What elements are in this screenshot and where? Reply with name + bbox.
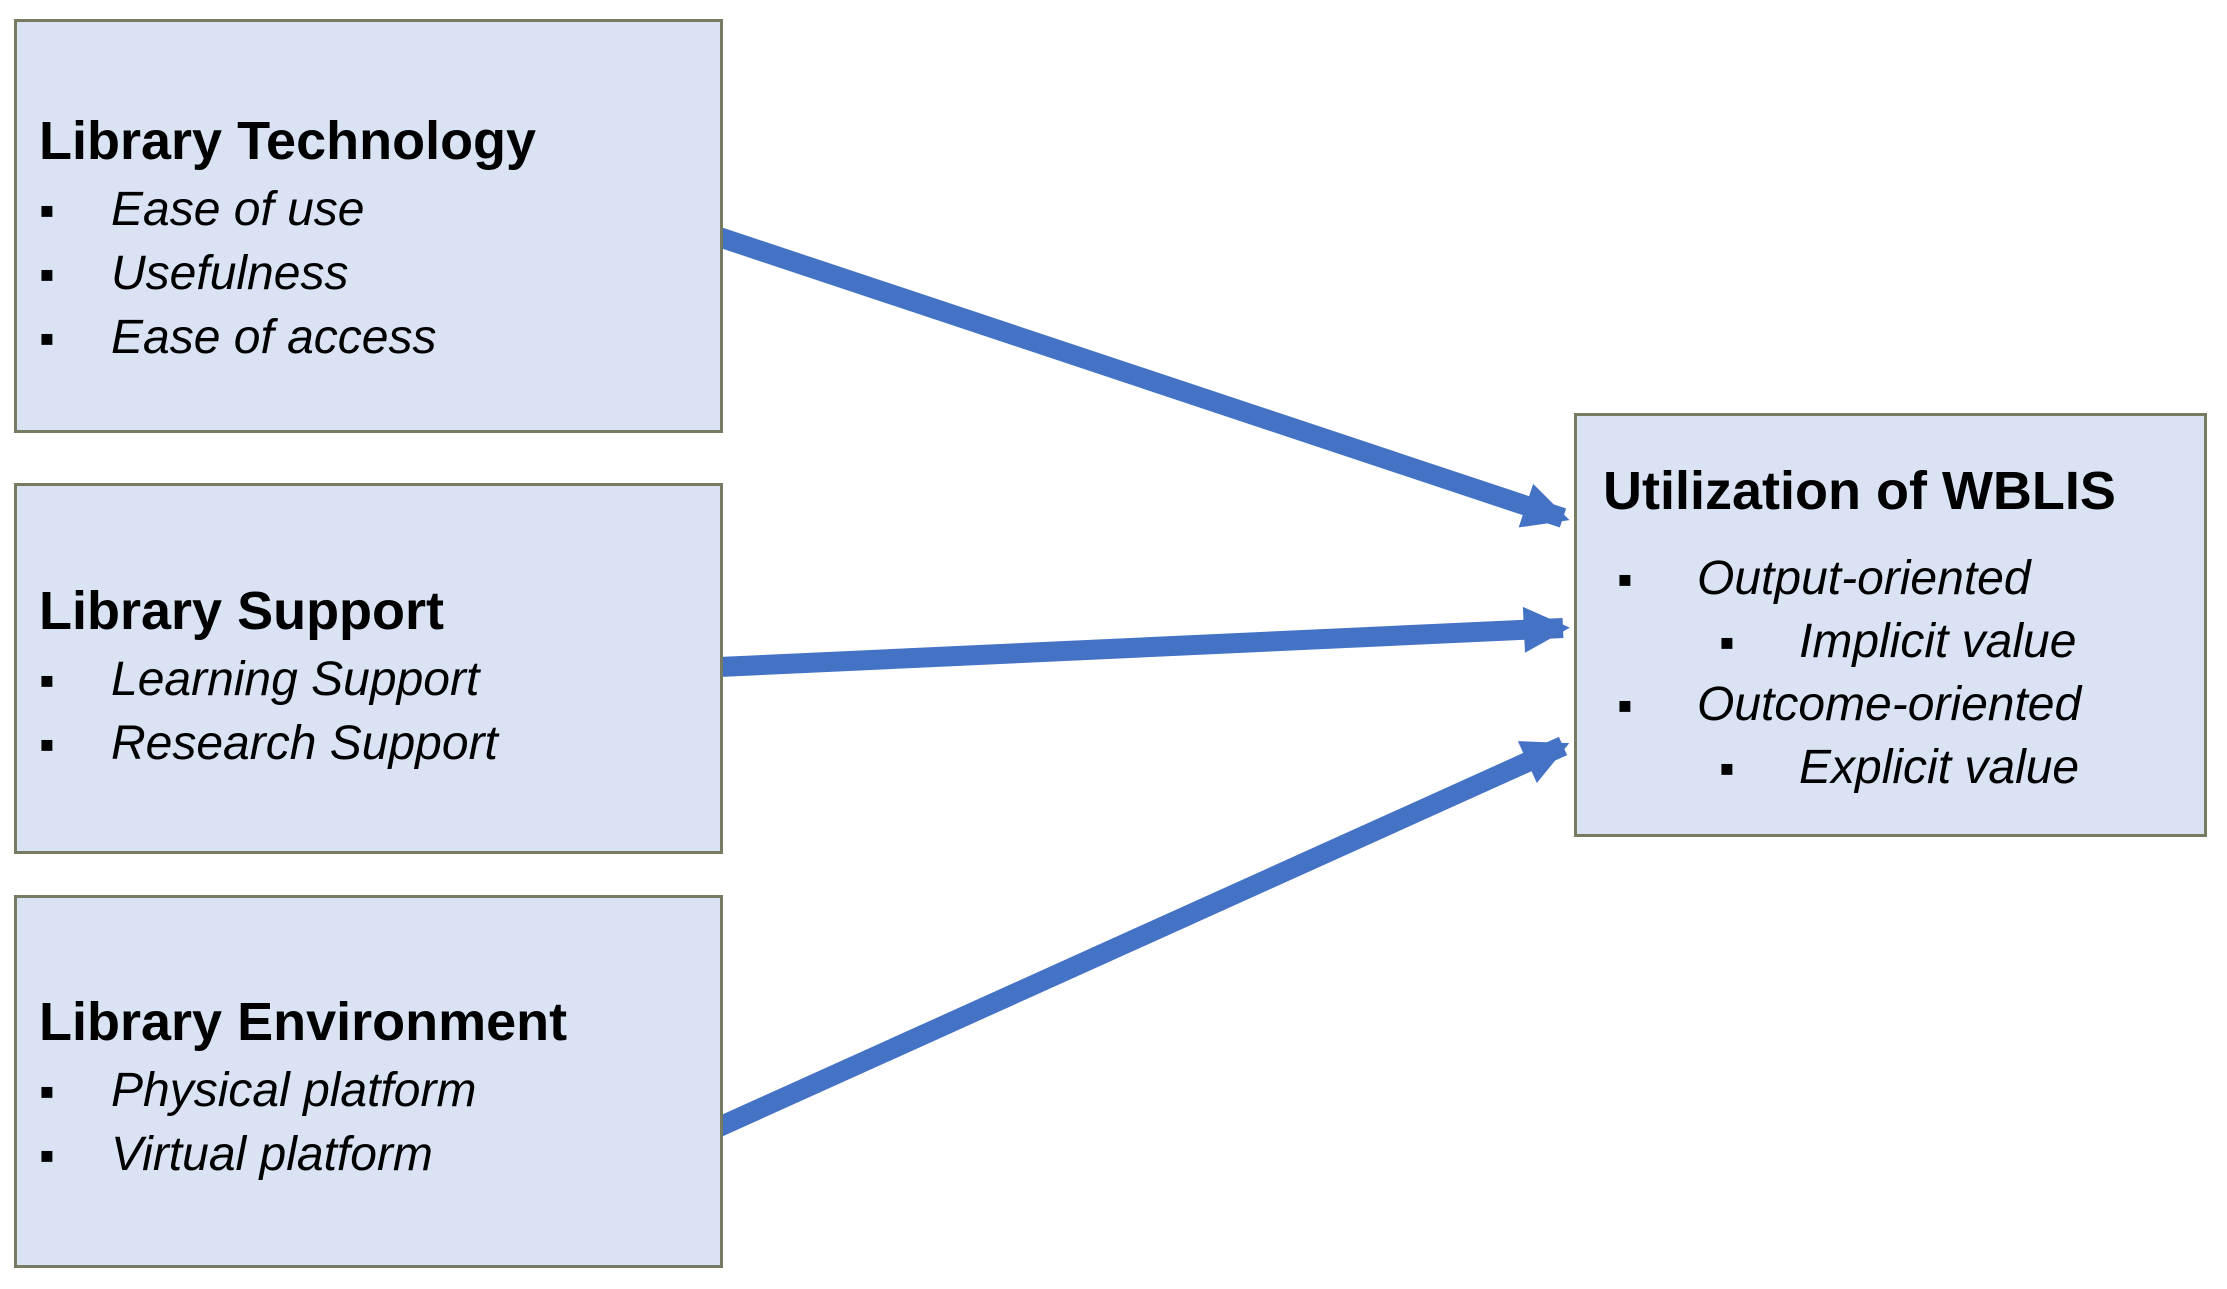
environment-list: ▪ Physical platform ▪ Virtual platform <box>39 1059 710 1187</box>
arrow-support-to-utilization <box>718 606 1570 677</box>
square-bullet-icon: ▪ <box>39 1067 55 1116</box>
list-item: ▪ Physical platform <box>39 1059 710 1123</box>
box-library-environment: Library Environment ▪ Physical platform … <box>14 895 723 1268</box>
square-bullet-icon: ▪ <box>39 186 55 235</box>
box-library-support: Library Support ▪ Learning Support ▪ Res… <box>14 483 723 854</box>
arrow-environment-to-utilization <box>714 736 1570 1137</box>
list-subitem-label: Implicit value <box>1799 615 2077 668</box>
list-item: ▪ Research Support <box>39 712 710 776</box>
list-item-label: Ease of access <box>111 311 437 364</box>
list-item: ▪ Output-oriented <box>1603 548 2194 611</box>
box-library-technology: Library Technology ▪ Ease of use ▪ Usefu… <box>14 19 723 433</box>
list-subitem: ▪ Implicit value <box>1705 611 2194 674</box>
list-item: ▪ Ease of use <box>39 178 710 242</box>
support-list: ▪ Learning Support ▪ Research Support <box>39 648 710 776</box>
arrow-technology-to-utilization <box>715 227 1570 528</box>
list-item-label: Virtual platform <box>111 1128 433 1181</box>
square-bullet-icon: ▪ <box>39 250 55 299</box>
square-bullet-icon: ▪ <box>1719 744 1735 793</box>
box-title-library-technology: Library Technology <box>39 111 537 171</box>
list-item: ▪ Learning Support <box>39 648 710 712</box>
list-item-label: Research Support <box>111 717 498 770</box>
list-item-label: Outcome-oriented <box>1697 678 2082 731</box>
box-utilization-of-wblis: Utilization of WBLIS ▪ Output-oriented ▪… <box>1574 413 2207 837</box>
list-item-label: Usefulness <box>111 247 349 300</box>
square-bullet-icon: ▪ <box>39 1131 55 1180</box>
list-subitem-label: Explicit value <box>1799 741 2080 794</box>
square-bullet-icon: ▪ <box>39 720 55 769</box>
square-bullet-icon: ▪ <box>1617 555 1633 604</box>
list-item-label: Output-oriented <box>1697 552 2031 605</box>
list-item-label: Learning Support <box>111 653 480 706</box>
list-item: ▪ Outcome-oriented <box>1603 674 2194 737</box>
box-title-library-environment: Library Environment <box>39 992 568 1052</box>
list-item: ▪ Virtual platform <box>39 1123 710 1187</box>
list-subitem: ▪ Explicit value <box>1705 737 2194 800</box>
utilization-list: ▪ Output-oriented ▪ Implicit value ▪ Out… <box>1603 548 2194 800</box>
square-bullet-icon: ▪ <box>1617 681 1633 730</box>
box-title-utilization-of-wblis: Utilization of WBLIS <box>1603 461 2116 521</box>
box-title-library-support: Library Support <box>39 581 445 641</box>
list-item: ▪ Usefulness <box>39 242 710 306</box>
square-bullet-icon: ▪ <box>39 314 55 363</box>
technology-list: ▪ Ease of use ▪ Usefulness ▪ Ease of acc… <box>39 178 710 370</box>
list-item: ▪ Ease of access <box>39 306 710 370</box>
square-bullet-icon: ▪ <box>39 656 55 705</box>
square-bullet-icon: ▪ <box>1719 618 1735 667</box>
list-item-label: Physical platform <box>111 1064 477 1117</box>
list-item-label: Ease of use <box>111 183 365 236</box>
